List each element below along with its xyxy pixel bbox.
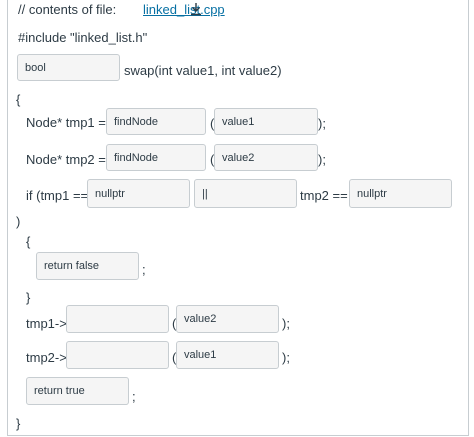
- inner-open-brace: {: [26, 234, 31, 249]
- findnode-blank-1[interactable]: findNode: [106, 108, 206, 135]
- include-line: #include "linked_list.h": [18, 30, 148, 45]
- paren-open-1: (: [210, 116, 215, 131]
- tmp2-arrow-label: tmp2->: [26, 350, 67, 365]
- value1-blank-a[interactable]: value1: [214, 108, 318, 135]
- inner-close-brace: }: [26, 290, 31, 305]
- tmp1-arrow-label: tmp1->: [26, 316, 67, 331]
- semicolon-1: ;: [142, 262, 146, 277]
- tmp2-eq-label: tmp2 ==: [300, 188, 348, 203]
- open-brace: {: [16, 92, 21, 107]
- if-close-paren: ): [16, 214, 21, 229]
- paren-open-2: (: [210, 152, 215, 167]
- tmp1-member-blank[interactable]: [66, 305, 169, 333]
- if-prefix: if (tmp1 ==: [26, 188, 89, 203]
- tmp2-member-blank[interactable]: [66, 341, 169, 369]
- close-paren-semi-4: );: [282, 350, 290, 365]
- semicolon-2: ;: [132, 389, 136, 404]
- nullptr-blank-1[interactable]: nullptr: [87, 179, 190, 208]
- close-paren-semi-3: );: [282, 316, 290, 331]
- tmp2-decl-label: Node* tmp2 =: [26, 152, 106, 167]
- return-false-blank[interactable]: return false: [36, 252, 139, 280]
- nullptr-blank-2[interactable]: nullptr: [349, 179, 452, 208]
- value2-blank-a[interactable]: value2: [214, 144, 318, 171]
- swap-signature: swap(int value1, int value2): [124, 63, 282, 78]
- or-operator-blank[interactable]: ||: [194, 179, 297, 208]
- file-header-prefix: // contents of file:: [18, 2, 117, 17]
- findnode-blank-2[interactable]: findNode: [106, 144, 206, 171]
- return-type-blank[interactable]: bool: [17, 54, 120, 81]
- question-frame: [7, 0, 469, 436]
- value1-blank-b[interactable]: value1: [176, 341, 279, 369]
- close-paren-semi-1: );: [318, 116, 326, 131]
- paren-open-3: (: [172, 316, 177, 331]
- return-true-blank[interactable]: return true: [26, 377, 129, 405]
- close-brace: }: [16, 416, 21, 431]
- download-icon[interactable]: [189, 2, 203, 16]
- value2-blank-b[interactable]: value2: [176, 305, 279, 333]
- file-link[interactable]: linked_list.cpp: [143, 2, 225, 17]
- close-paren-semi-2: );: [318, 152, 326, 167]
- tmp1-decl-label: Node* tmp1 =: [26, 115, 106, 130]
- paren-open-4: (: [172, 350, 177, 365]
